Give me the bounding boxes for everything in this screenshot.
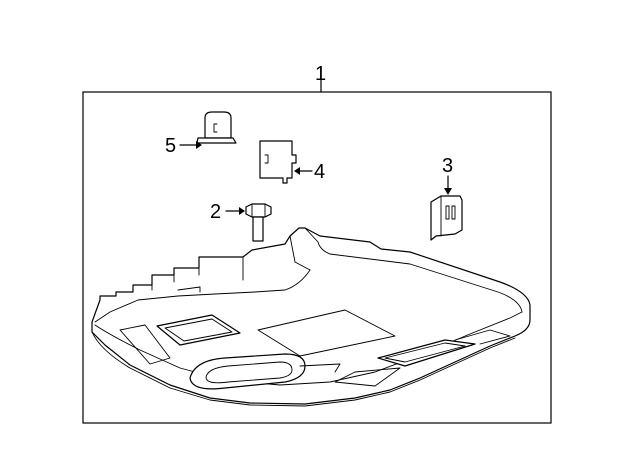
assembly-frame [82, 91, 552, 424]
callout-3: 3 [442, 155, 453, 177]
callout-4: 4 [314, 161, 325, 183]
part-3-clip [430, 195, 463, 241]
part-2-bolt [245, 203, 272, 242]
callout-3-arrow [444, 188, 452, 195]
callout-2: 2 [210, 201, 221, 223]
part-4-bracket [259, 140, 297, 184]
callout-4-arrow [294, 167, 300, 175]
callout-5: 5 [165, 135, 176, 157]
callout-5-arrow [196, 141, 202, 149]
part-5-clip [196, 111, 237, 144]
callout-2-arrow [239, 207, 245, 215]
overhead-console-housing [91, 227, 531, 407]
callout-1: 1 [315, 63, 326, 85]
